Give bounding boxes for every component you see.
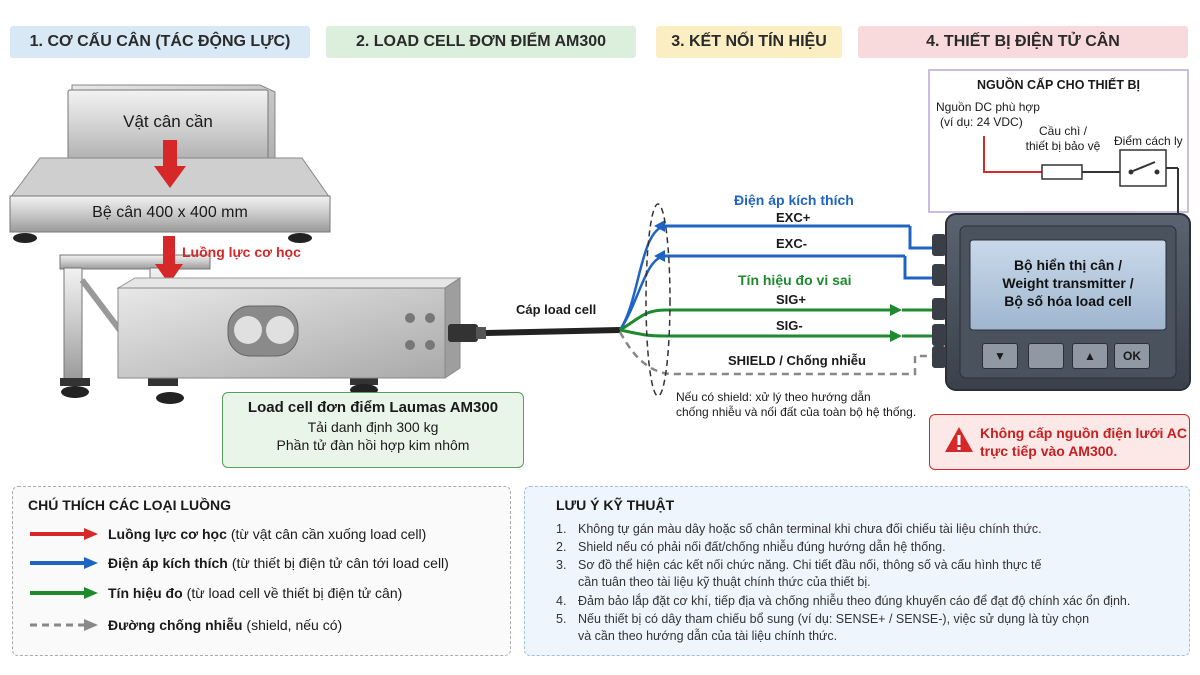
legend-name: Tín hiệu đo [108, 585, 183, 601]
fuse-label: Cầu chì / thiết bị bảo vệ [1018, 124, 1108, 154]
device-screen-text: Bộ hiển thị cân / Weight transmitter / B… [970, 256, 1166, 310]
cable-bundle-outline [645, 203, 671, 397]
legend-box [12, 486, 511, 656]
legend-swatch-excitation [30, 557, 98, 569]
legend-swatch-shield [30, 619, 98, 631]
note-number: 3. [556, 558, 567, 572]
note-item-5: 5. Nếu thiết bị có dây tham chiếu bổ sung… [556, 611, 1089, 645]
fuse-line1: Cầu chì / [1038, 124, 1088, 138]
legend-swatch-signal [30, 587, 98, 599]
device-button-up[interactable]: ▲ [1072, 343, 1108, 369]
force-arrow-loadcell [155, 236, 183, 284]
note-text: Shield nếu có phải nối đất/chống nhiễu đ… [578, 540, 946, 554]
legend-title: CHÚ THÍCH CÁC LOẠI LUỒNG [28, 497, 231, 513]
legend-name: Đường chống nhiễu [108, 617, 243, 633]
note-item-3: 3. Sơ đồ thể hiện các kết nối chức năng. … [556, 557, 1041, 591]
notes-box [524, 486, 1190, 656]
device-line1: Bộ hiển thị cân / [1013, 257, 1123, 273]
note-number: 2. [556, 540, 567, 554]
legend-desc: (shield, nếu có) [246, 617, 343, 633]
force-label: Luồng lực cơ học [182, 244, 301, 260]
shield-note-1: Nếu có shield: xử lý theo hướng dẫn [676, 390, 871, 404]
shield-note-2: chống nhiễu và nối đất của toàn bộ hệ th… [676, 405, 917, 419]
warning-line1: Không cấp nguồn điện lưới AC [980, 425, 1187, 441]
header-loadcell: 2. LOAD CELL ĐƠN ĐIỂM AM300 [326, 26, 636, 58]
platform-label: Bệ cân 400 x 400 mm [92, 204, 248, 221]
legend-desc: (từ thiết bị điện tử cân tới load cell) [231, 555, 449, 571]
notes-title: LƯU Ý KỸ THUẬT [556, 497, 675, 513]
header-mechanism: 1. CƠ CẤU CÂN (TÁC ĐỘNG LỰC) [10, 26, 310, 58]
loadcell-title: Load cell đơn điểm Laumas AM300 [247, 399, 499, 416]
diff-signal-title: Tín hiệu đo vi sai [738, 272, 852, 288]
sig-minus-label: SIG- [776, 318, 803, 333]
wire-exc-minus [618, 250, 938, 331]
loadcell-capacity: Tải danh định 300 kg [307, 419, 439, 435]
device-button-ok[interactable]: OK [1114, 343, 1150, 369]
isolator-label: Điểm cách ly [1114, 134, 1183, 148]
legend-swatch-force [30, 528, 98, 540]
dc-source-line1: Nguồn DC phù hợp [936, 100, 1040, 114]
power-supply-box [928, 69, 1189, 213]
exc-minus-label: EXC- [776, 236, 808, 251]
fuse-line2: thiết bị bảo vệ [1025, 139, 1101, 153]
dc-source-line2: (ví dụ: 24 VDC) [940, 115, 1023, 129]
legend-item-signal: Tín hiệu đo (từ load cell về thiết bị đi… [100, 581, 402, 605]
excitation-title: Điện áp kích thích [734, 192, 854, 208]
device-line3: Bộ số hóa load cell [1004, 293, 1132, 309]
note-number: 4. [556, 594, 567, 608]
note-text: Nếu thiết bị có dây tham chiếu bổ sung (… [578, 612, 1090, 626]
power-title: NGUỒN CẤP CHO THIẾT BỊ [977, 78, 1140, 92]
device-housing [932, 213, 1191, 391]
legend-item-force: Luồng lực cơ học (từ vật cân cần xuống l… [100, 522, 426, 546]
wire-shield [618, 331, 938, 376]
warning-box: Không cấp nguồn điện lưới AC trực tiếp v… [929, 414, 1190, 470]
warning-icon [945, 427, 973, 452]
force-arrow-top [154, 140, 186, 188]
arrow-up-icon: ▲ [1084, 349, 1096, 363]
note-item-2: 2. Shield nếu có phải nối đất/chống nhiễu… [556, 539, 946, 556]
legend-swatches [30, 528, 98, 631]
note-text: Đảm bảo lắp đặt cơ khí, tiếp địa và chốn… [578, 594, 1131, 608]
note-text-cont: cần tuân theo tài liệu kỹ thuật chính th… [578, 575, 871, 589]
shield-label: SHIELD / Chống nhiễu [728, 353, 866, 368]
note-text-cont: và cần theo hướng dẫn của tài liệu chính… [578, 629, 838, 643]
device-line2: Weight transmitter / [1002, 275, 1134, 291]
ok-label: OK [1123, 349, 1141, 363]
header-electronics: 4. THIẾT BỊ ĐIỆN TỬ CÂN [858, 26, 1188, 58]
dc-source-label: Nguồn DC phù hợp (ví dụ: 24 VDC) [936, 100, 1040, 130]
device-button-down[interactable]: ▼ [982, 343, 1018, 369]
object-label: Vật cân cần [123, 112, 213, 131]
power-circuit [983, 136, 1179, 214]
device-button-blank[interactable] [1028, 343, 1064, 369]
loadcell-material: Phần tử đàn hồi hợp kim nhôm [276, 437, 470, 453]
loadcell-cable [448, 324, 621, 342]
arrow-down-icon: ▼ [994, 349, 1006, 363]
legend-item-shield: Đường chống nhiễu (shield, nếu có) [100, 613, 342, 637]
loadcell-body [116, 277, 462, 379]
legend-item-excitation: Điện áp kích thích (từ thiết bị điện tử … [100, 551, 449, 575]
cable-label: Cáp load cell [516, 302, 597, 317]
loadcell-info-box: Load cell đơn điểm Laumas AM300 Tải danh… [222, 392, 524, 468]
sig-plus-label: SIG+ [776, 292, 806, 307]
note-item-4: 4. Đảm bảo lắp đặt cơ khí, tiếp địa và ch… [556, 593, 1130, 610]
note-text: Không tự gán màu dây hoặc số chân termin… [578, 522, 1042, 536]
legend-name: Luồng lực cơ học [108, 526, 227, 542]
note-number: 1. [556, 522, 567, 536]
header-signal: 3. KẾT NỐI TÍN HIỆU [656, 26, 842, 58]
exc-plus-label: EXC+ [776, 210, 811, 225]
note-item-1: 1. Không tự gán màu dây hoặc số chân term… [556, 521, 1042, 538]
note-text: Sơ đồ thể hiện các kết nối chức năng. Ch… [578, 558, 1042, 572]
legend-desc: (từ load cell về thiết bị điện tử cân) [186, 585, 403, 601]
note-number: 5. [556, 612, 567, 626]
warning-line2: trực tiếp vào AM300. [980, 443, 1118, 459]
legend-name: Điện áp kích thích [108, 555, 228, 571]
legend-desc: (từ vật cân cần xuống load cell) [230, 526, 427, 542]
